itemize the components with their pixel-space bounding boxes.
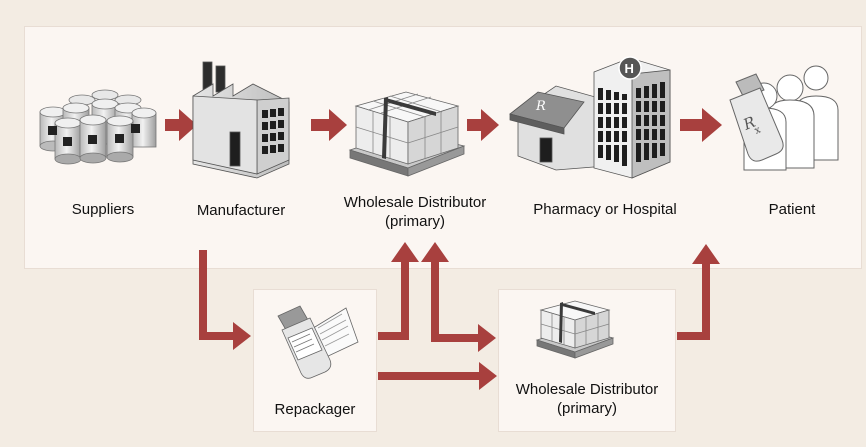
- label-suppliers: Suppliers: [71, 201, 135, 218]
- chemical-drums-icon: [39, 89, 157, 165]
- label-repackager: Repackager: [274, 401, 356, 418]
- arrow-secondary-to-pharmacy: [677, 244, 720, 340]
- flow-arrows: [165, 108, 722, 390]
- label-patient: Patient: [768, 201, 816, 218]
- arrow-manufacturer-to-wholesale: [311, 109, 347, 141]
- arrow-wholesale-to-pharmacy: [467, 109, 499, 141]
- arrow-pharmacy-to-patient: [680, 108, 722, 142]
- label-wholesale-primary: Wholesale Distributor (primary): [330, 193, 500, 231]
- label-wholesale-secondary-line2: (primary): [557, 400, 617, 417]
- arrow-manufacturer-to-repackager: [199, 250, 251, 350]
- arrow-wholesale-secondary-bidirectional: [421, 242, 496, 352]
- label-wholesale-primary-line2: (primary): [385, 213, 445, 230]
- arrow-repackager-to-secondary: [378, 362, 497, 390]
- label-pharmacy: Pharmacy or Hospital: [533, 201, 677, 218]
- pharmacy-hospital-building-icon: R H: [509, 56, 671, 179]
- label-wholesale-secondary: Wholesale Distributor (primary): [502, 380, 672, 418]
- label-manufacturer: Manufacturer: [196, 202, 286, 219]
- svg-text:H: H: [625, 61, 634, 76]
- arrow-repackager-to-wholesale: [378, 242, 419, 340]
- svg-text:x: x: [753, 124, 763, 136]
- pallet-boxes-icon: [348, 91, 466, 177]
- pallet-boxes-icon: [535, 300, 615, 359]
- patient-with-pill-bottle-icon: R x: [729, 65, 839, 171]
- label-wholesale-secondary-line1: Wholesale Distributor: [515, 381, 659, 398]
- factory-icon: [192, 61, 290, 179]
- label-wholesale-primary-line1: Wholesale Distributor: [343, 194, 487, 211]
- svg-text:R: R: [535, 99, 546, 114]
- pill-bottle-with-label-icon: [277, 305, 359, 379]
- arrow-suppliers-to-manufacturer: [165, 109, 197, 141]
